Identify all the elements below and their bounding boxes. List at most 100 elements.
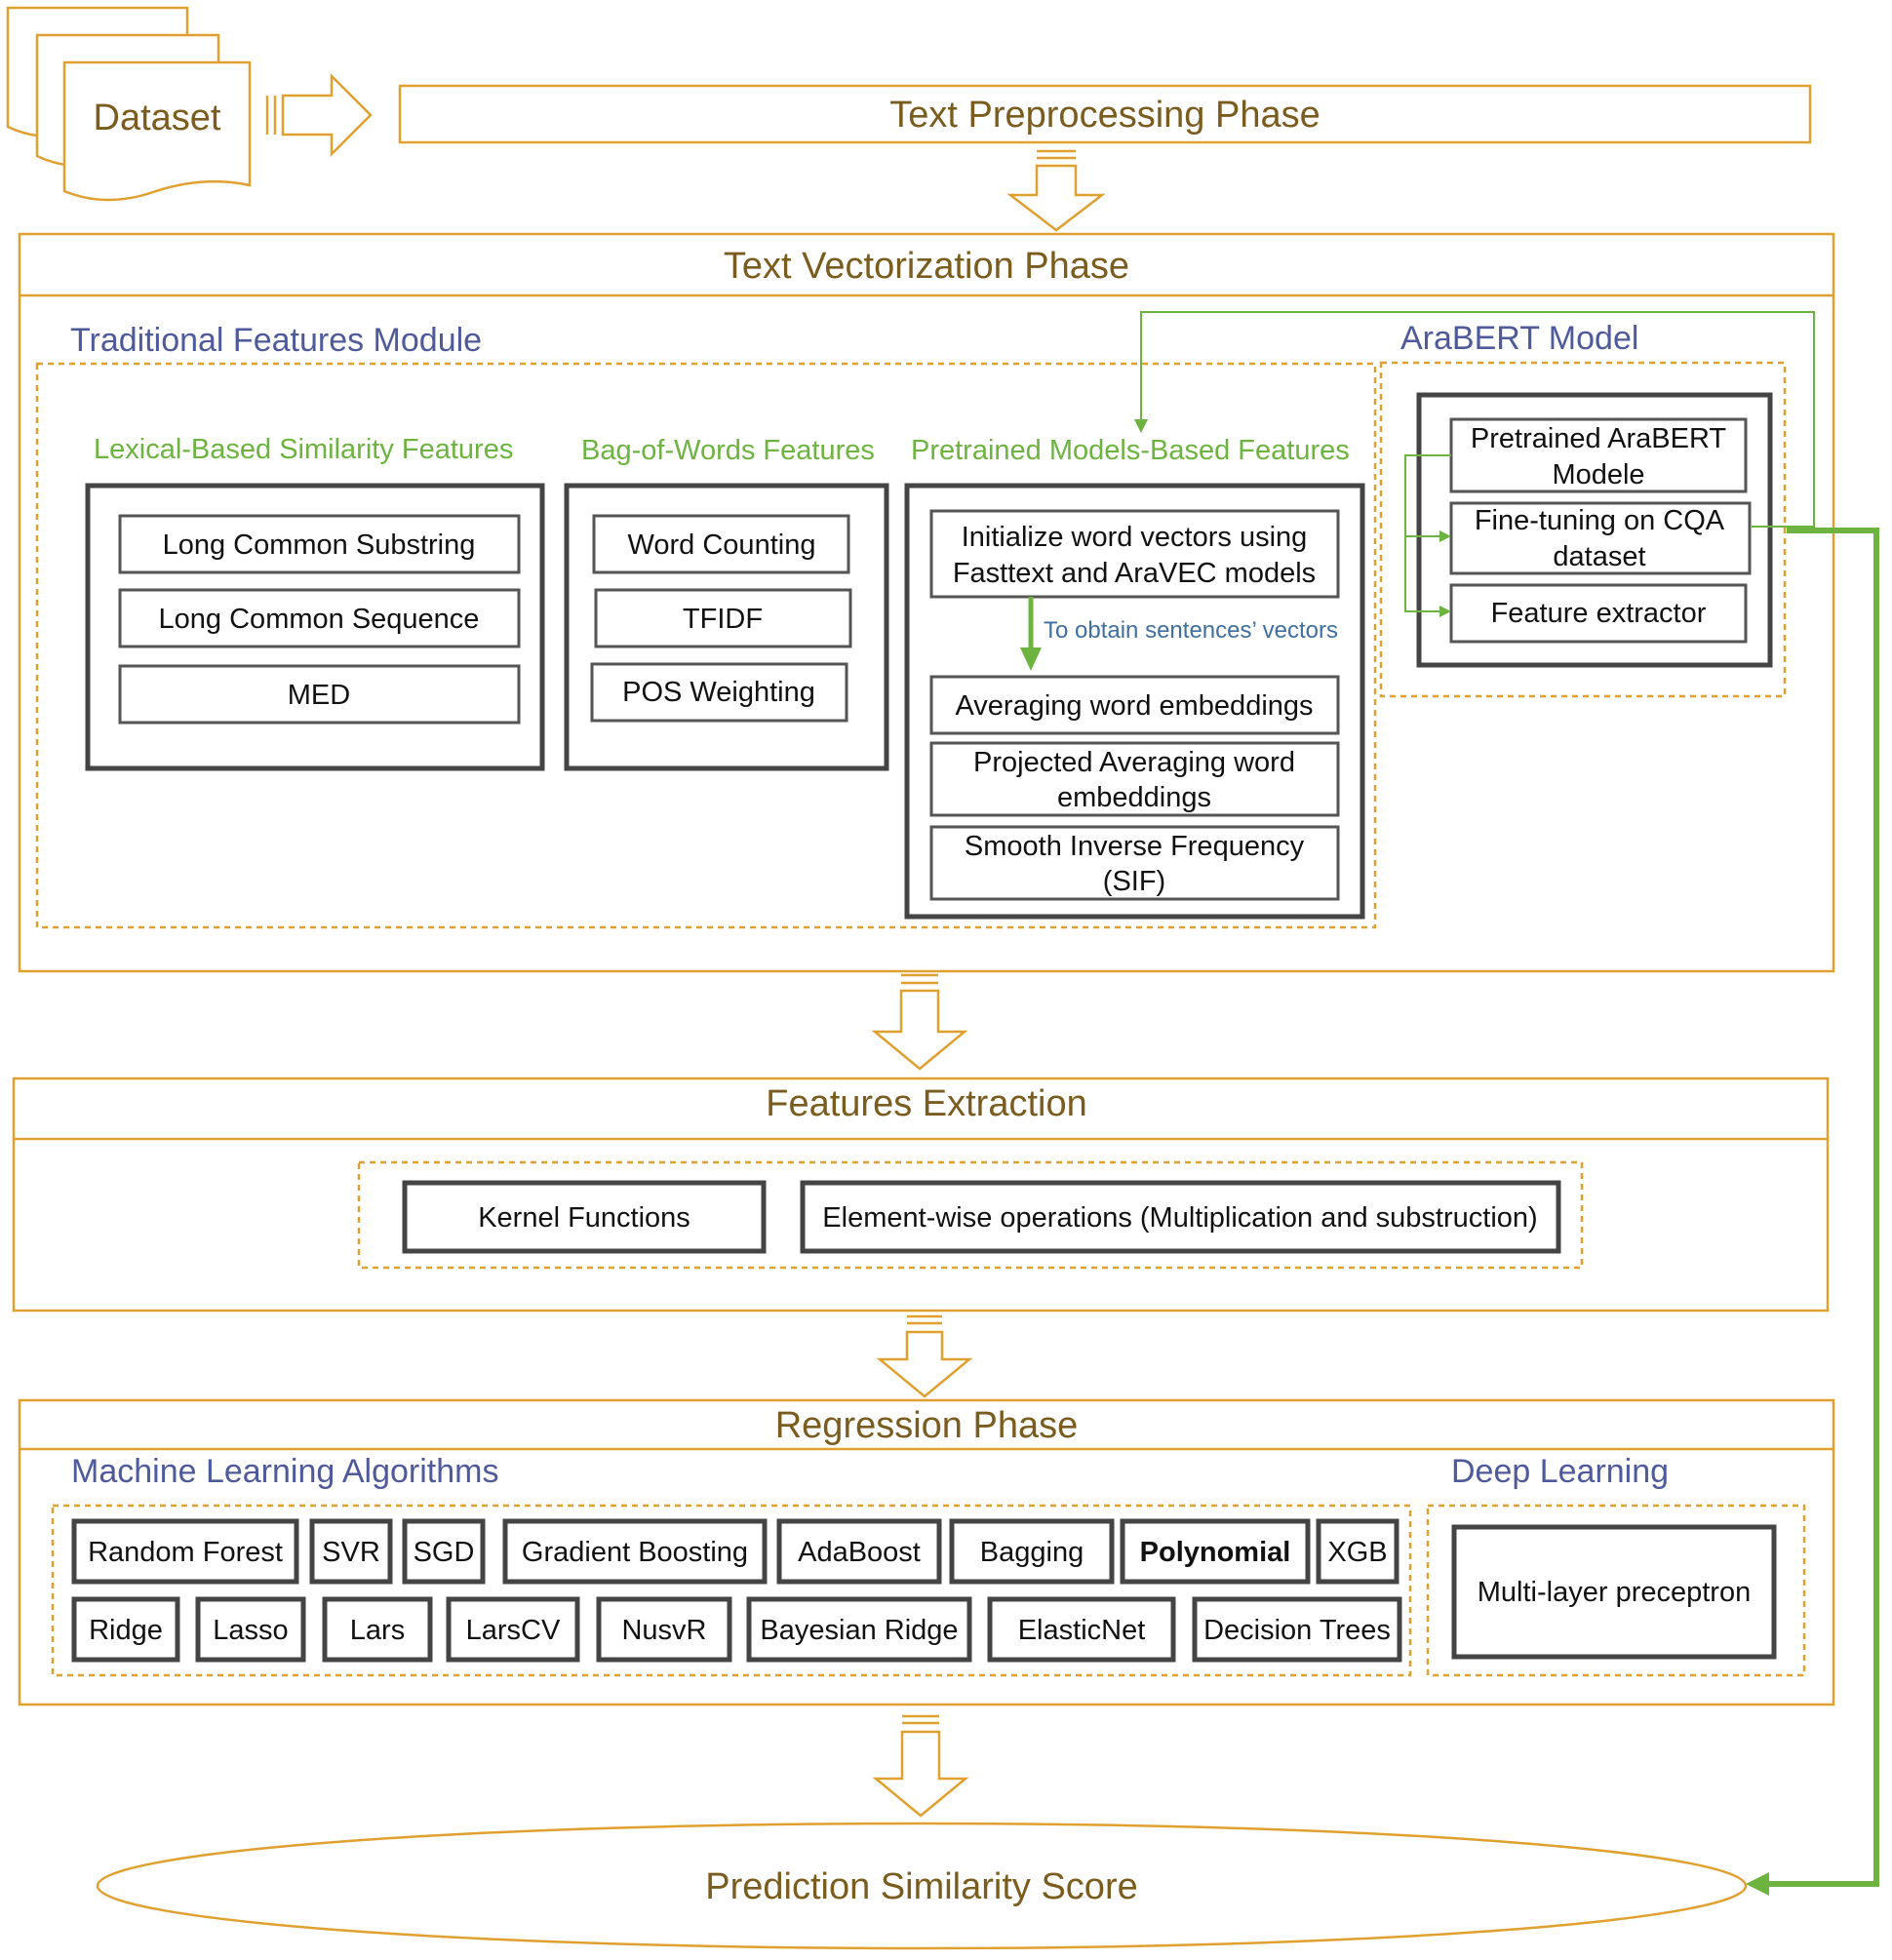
ml-algorithm-box — [309, 1518, 393, 1585]
bow-item-word-counting-box — [592, 514, 850, 574]
features-phase: Features Extraction Kernel Functions Ele… — [12, 1077, 1830, 1313]
ml-algorithm-box — [776, 1518, 942, 1585]
pretrained-note: To obtain sentences’ vectors — [1044, 617, 1338, 644]
ml-algorithm-label: Lasso — [213, 1615, 288, 1646]
dataset-label: Dataset — [94, 98, 221, 138]
arabert-extractor-box — [1449, 583, 1748, 644]
ml-algorithm-label: XGB — [1327, 1537, 1387, 1568]
dataset-documents: Dataset — [6, 6, 252, 202]
features-frame — [357, 1160, 1584, 1270]
vectorization-phase: Text Vectorization Phase Traditional Fea… — [18, 232, 1835, 973]
ml-algorithm-label: Gradient Boosting — [522, 1537, 748, 1568]
lexical-item-lcs-box — [118, 514, 521, 574]
ml-algorithm-box — [1192, 1596, 1402, 1663]
ml-algorithm-box — [596, 1596, 732, 1663]
pretrained-avg-box — [929, 675, 1340, 735]
kernel-functions: Kernel Functions — [478, 1202, 690, 1234]
ml-algorithm-box — [71, 1596, 180, 1663]
preprocessing-phase: Text Preprocessing Phase — [398, 84, 1812, 144]
mlp-box — [1451, 1524, 1777, 1660]
arabert-frame — [1379, 361, 1787, 698]
pretrained-avg: Averaging word embeddings — [955, 690, 1313, 722]
arabert-pretrained-line2: Modele — [1552, 459, 1644, 490]
arabert-finetune-line1: Fine-tuning on CQA — [1475, 505, 1725, 536]
pretrained-group-title: Pretrained Models-Based Features — [911, 435, 1350, 466]
prediction-output: Prediction Similarity Score — [96, 1822, 1748, 1950]
arabert-pretrained-box — [1449, 417, 1748, 493]
arabert-internal-connector-2 — [1404, 536, 1441, 612]
arrow-preprocessing-to-vectorization — [1006, 149, 1106, 232]
preprocessing-title: Text Preprocessing Phase — [889, 95, 1320, 136]
prediction-label: Prediction Similarity Score — [705, 1866, 1137, 1907]
pretrained-init-line2: Fasttext and AraVEC models — [953, 558, 1316, 589]
pretrained-proj-line2: embeddings — [1057, 782, 1211, 813]
regression-title: Regression Phase — [775, 1405, 1079, 1446]
ml-algorithm-label: SGD — [414, 1537, 475, 1568]
lexical-item-lcseq-box — [118, 588, 521, 648]
elementwise-box — [800, 1180, 1561, 1254]
arabert-connector-2-head — [1439, 606, 1451, 617]
pretrained-init-line1: Initialize word vectors using — [962, 522, 1308, 553]
vectorization-title: Text Vectorization Phase — [724, 246, 1129, 287]
lexical-item-lcs: Long Common Substring — [163, 529, 476, 561]
arabert-internal-connector-1 — [1404, 454, 1451, 537]
ml-algorithm-box — [71, 1518, 299, 1585]
lexical-group-title: Lexical-Based Similarity Features — [94, 434, 513, 465]
bow-item-pos-weighting-box — [590, 662, 848, 723]
traditional-module-title: Traditional Features Module — [70, 322, 482, 359]
ml-algorithm-box — [402, 1518, 486, 1585]
ml-algorithm-box — [502, 1518, 768, 1585]
ml-algorithm-label: SVR — [322, 1537, 380, 1568]
features-title: Features Extraction — [766, 1083, 1086, 1124]
arabert-finetune-line2: dataset — [1553, 541, 1645, 572]
arrow-regression-to-output — [872, 1714, 969, 1818]
arrow-vectorization-to-features — [871, 973, 968, 1071]
dl-title: Deep Learning — [1451, 1453, 1669, 1490]
ml-title: Machine Learning Algorithms — [71, 1453, 498, 1490]
lexical-item-med: MED — [288, 680, 350, 711]
arabert-to-pretrained-connector — [1134, 311, 1815, 528]
arabert-extractor: Feature extractor — [1491, 598, 1707, 629]
pretrained-sif-line2: (SIF) — [1103, 866, 1165, 897]
lexical-item-lcseq: Long Common Sequence — [159, 604, 480, 635]
ml-algorithm-label: Lars — [350, 1615, 405, 1646]
bow-item-word-counting: Word Counting — [628, 529, 816, 561]
ml-algorithm-grid: Random Forest SVR SGD Gradient Boosting AdaB… — [71, 1518, 1402, 1663]
pretrained-proj-box — [929, 741, 1340, 817]
ml-algorithm-box — [1120, 1518, 1311, 1585]
kernel-functions-box — [402, 1180, 767, 1254]
ml-algorithm-label: Polynomial — [1140, 1537, 1291, 1568]
ml-algorithm-box — [746, 1596, 972, 1663]
ml-algorithm-label: NusvR — [621, 1615, 706, 1646]
elementwise-operations: Element-wise operations (Multiplication … — [822, 1202, 1537, 1234]
pretrained-sif-line1: Smooth Inverse Frequency — [965, 831, 1305, 862]
arrow-dataset-to-preprocessing — [265, 72, 373, 158]
lexical-item-med-box — [118, 664, 521, 725]
arabert-to-prediction-connector — [1746, 528, 1879, 1896]
dl-frame — [1426, 1504, 1806, 1677]
mlp-label: Multi-layer preceptron — [1478, 1577, 1751, 1608]
bow-group-title: Bag-of-Words Features — [581, 435, 875, 466]
ml-algorithm-label: Random Forest — [88, 1537, 283, 1568]
arabert-pretrained-line1: Pretrained AraBERT — [1471, 423, 1726, 454]
ml-algorithm-label: ElasticNet — [1018, 1615, 1146, 1646]
ml-algorithm-label: Bayesian Ridge — [760, 1615, 958, 1646]
regression-phase: Regression Phase Machine Learning Algori… — [18, 1398, 1835, 1706]
ml-algorithm-label: Ridge — [89, 1615, 163, 1646]
arrow-features-to-regression — [876, 1314, 973, 1398]
ml-algorithm-label: AdaBoost — [798, 1537, 921, 1568]
ml-algorithm-label: Decision Trees — [1203, 1615, 1391, 1646]
pretrained-sif-box — [929, 825, 1340, 901]
ml-algorithm-box — [446, 1596, 580, 1663]
pretrained-flow-arrowhead — [1020, 647, 1042, 671]
arabert-title: AraBERT Model — [1400, 320, 1638, 357]
pretrained-init-box — [929, 509, 1340, 599]
traditional-module-frame — [35, 362, 1377, 929]
ml-algorithm-label: LarsCV — [466, 1615, 561, 1646]
ml-algorithm-box — [1316, 1518, 1399, 1585]
bow-item-pos-weighting: POS Weighting — [622, 677, 815, 708]
ml-algorithm-box — [322, 1596, 433, 1663]
pretrained-proj-line1: Projected Averaging word — [973, 747, 1295, 778]
ml-algorithm-box — [987, 1596, 1176, 1663]
